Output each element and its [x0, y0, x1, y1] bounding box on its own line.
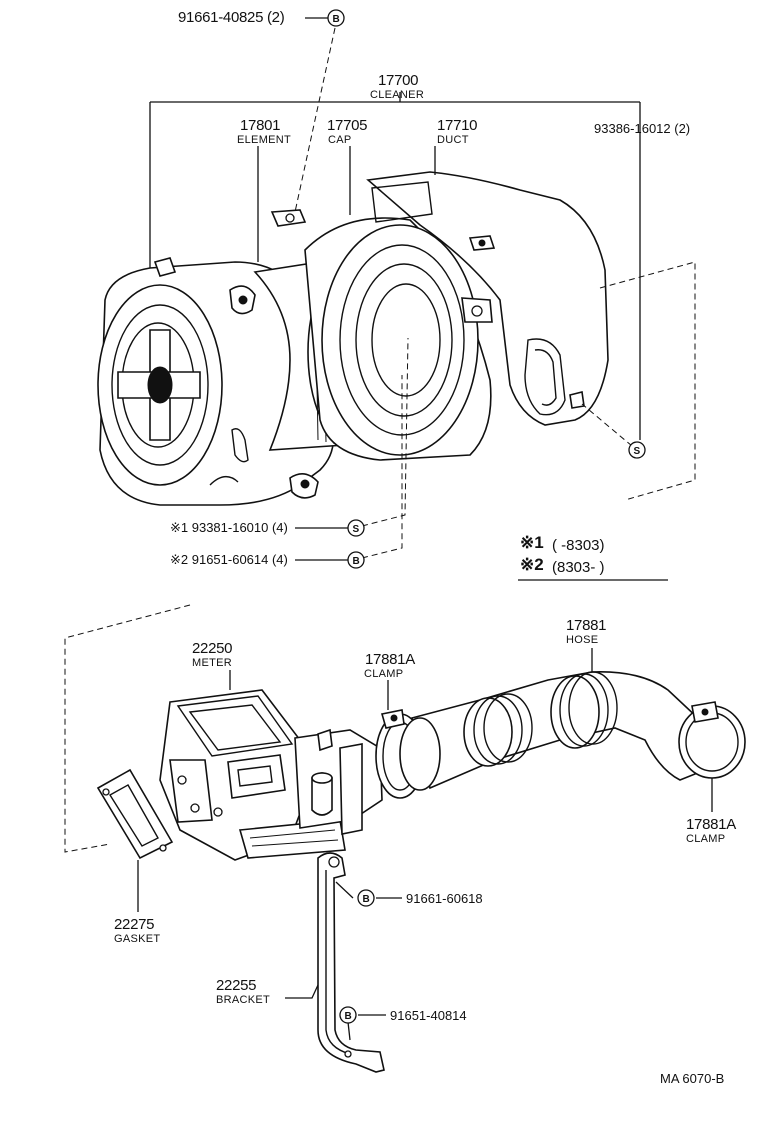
cleaner-name: CLEANER	[370, 89, 424, 101]
applicability-notes: ※1 ( -8303) ※2 (8303- )	[518, 533, 668, 581]
bolt-top-label: 91661-40825 (2)	[178, 9, 285, 26]
svg-text:B: B	[353, 556, 360, 567]
gasket-number: 22275	[114, 916, 154, 933]
note2-range: (8303- )	[552, 559, 605, 576]
svg-text:S: S	[353, 524, 360, 535]
bracket-number: 22255	[216, 977, 256, 994]
cap-name: CAP	[328, 134, 352, 146]
element-number: 17801	[240, 117, 280, 134]
bolt-bottom-leader: B	[339, 1006, 386, 1041]
screw-right-label: 93386-16012 (2)	[594, 121, 690, 136]
cleaner-group-bracket	[149, 92, 641, 270]
hose-name: HOSE	[566, 634, 598, 646]
meter-number: 22250	[192, 640, 232, 657]
meter	[159, 670, 346, 861]
star-bolt-leaders	[295, 337, 409, 561]
marker-s-right: S	[628, 441, 646, 459]
duct	[366, 171, 609, 426]
cap-number: 17705	[327, 117, 367, 134]
bolt-bracket-label: 91661-60618	[406, 891, 483, 906]
svg-text:B: B	[333, 14, 340, 25]
gasket-name: GASKET	[114, 933, 160, 945]
bolt-top-leader	[294, 17, 336, 213]
note1-range: ( -8303)	[552, 537, 605, 554]
s1-part-label: ※1 93381-16010 (4)	[170, 520, 288, 535]
note2-mark: ※2	[520, 555, 544, 574]
duct-name: DUCT	[437, 134, 469, 146]
marker-s-1: S	[347, 519, 365, 537]
svg-text:B: B	[363, 894, 370, 905]
bolt-bottom-label: 91651-40814	[390, 1008, 467, 1023]
svg-text:S: S	[634, 446, 641, 457]
meter-name: METER	[192, 657, 232, 669]
marker-b-2: B	[347, 551, 365, 569]
top-leaders	[257, 146, 436, 262]
screw-right-leader	[581, 240, 696, 501]
clamp-right-name: CLAMP	[686, 833, 725, 845]
bracket	[285, 852, 385, 1073]
element-name: ELEMENT	[237, 134, 291, 146]
hose-number: 17881	[566, 617, 606, 634]
clamp-upper-name: CLAMP	[364, 668, 403, 680]
cleaner-number: 17700	[378, 72, 418, 89]
note1-mark: ※1	[520, 533, 544, 552]
clamp-upper-number: 17881A	[365, 651, 415, 668]
bolt-bracket-leader: B	[335, 881, 402, 907]
lower-dashed-guides	[64, 604, 191, 853]
cap	[270, 209, 493, 461]
clamp-right	[678, 701, 746, 812]
duct-number: 17710	[437, 117, 477, 134]
bracket-name: BRACKET	[216, 994, 270, 1006]
svg-text:B: B	[345, 1011, 352, 1022]
marker-b-top: B	[327, 9, 345, 27]
footer-code: MA 6070-B	[660, 1071, 724, 1086]
outlet-pipe	[294, 728, 383, 835]
hose	[399, 648, 706, 791]
s2-part-label: ※2 91651-60614 (4)	[170, 552, 288, 567]
clamp-right-number: 17881A	[686, 816, 736, 833]
gasket	[96, 768, 174, 912]
